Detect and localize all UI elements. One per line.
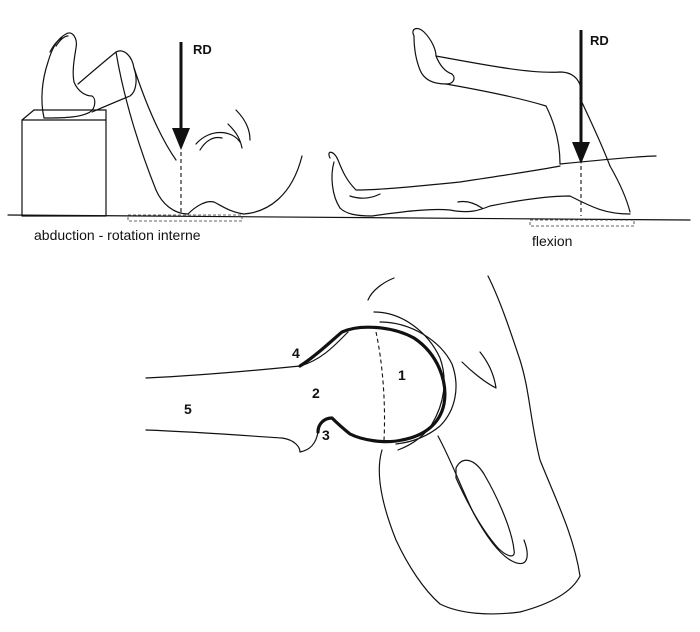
torso-outline xyxy=(560,156,656,212)
label-3: 3 xyxy=(322,427,330,443)
raised-shin xyxy=(436,56,581,106)
hip-anatomy: 1 2 3 4 5 xyxy=(146,276,580,614)
beam-label-left: RD xyxy=(193,42,212,57)
epiphyseal-line xyxy=(376,332,385,440)
left-pelvis xyxy=(188,110,302,214)
abduction-position-figure: RD abduction - rotation interne xyxy=(8,33,690,243)
beam-label-right: RD xyxy=(590,33,609,48)
caption-flexion: flexion xyxy=(532,233,572,249)
label-4: 4 xyxy=(292,345,300,361)
caption-abduction: abduction - rotation interne xyxy=(34,227,201,243)
flexion-position-figure: RD flexion xyxy=(329,29,656,249)
beam-arrow-right xyxy=(572,30,590,164)
label-2: 2 xyxy=(312,385,320,401)
obturator-inner xyxy=(456,460,514,556)
film-cassette-right xyxy=(530,220,634,226)
raised-foot xyxy=(413,29,454,84)
left-foot xyxy=(42,33,95,118)
ischium-outline xyxy=(379,436,580,614)
table-line xyxy=(8,215,690,220)
ilium-outline xyxy=(368,276,580,576)
support-block xyxy=(22,110,106,216)
label-1: 1 xyxy=(398,367,406,383)
femoral-head xyxy=(300,327,445,441)
label-5: 5 xyxy=(184,401,192,417)
beam-arrow-left xyxy=(172,42,190,150)
